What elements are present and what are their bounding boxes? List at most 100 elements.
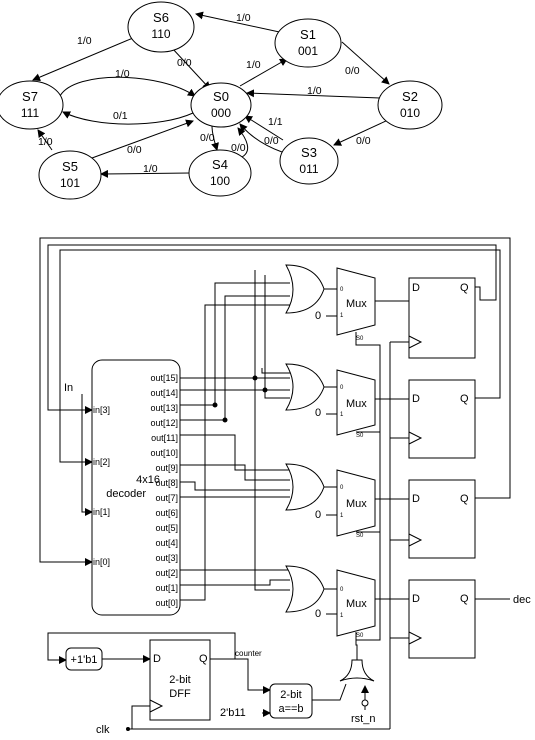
or-gate-4: [285, 565, 337, 613]
transition-s1-s6: 1/0: [195, 11, 285, 34]
transition-label: 1/1: [268, 116, 283, 128]
or-gate-3: [285, 463, 337, 511]
decoder-output-label: out[4]: [155, 538, 178, 548]
dff-q-label: Q: [199, 653, 208, 665]
transition-s6-s7: 1/0: [32, 35, 134, 81]
dff-d-label: D: [153, 653, 161, 665]
const-label: 2'b11: [220, 707, 246, 719]
decoder-output-label: out[9]: [155, 463, 178, 473]
decoder-input-label: in[0]: [93, 557, 110, 567]
state-name: S4: [212, 157, 228, 172]
mux-zero: 0: [315, 509, 321, 521]
decoder-output-label: out[0]: [155, 598, 178, 608]
decoder-input-label: in[1]: [93, 507, 110, 517]
transition-s3-s0-0-0: 0/0: [239, 123, 283, 153]
mux-sel: S0: [356, 633, 364, 639]
reset-or-gate: [339, 659, 375, 682]
transition-label: 0/0: [231, 142, 246, 154]
transition-s4-s5: 1/0: [100, 163, 191, 178]
state-s4: S4 100: [188, 149, 252, 197]
state-code: 010: [400, 106, 420, 120]
in-label: In: [64, 382, 73, 394]
decoder-output-label: out[10]: [150, 448, 178, 458]
counter-block: +1'b1 D Q 2-bit DFF counter 2-bit a==b 2…: [47, 632, 390, 736]
decoder-name: decoder: [106, 488, 146, 500]
in-wire: [81, 394, 93, 516]
mux-1: Mux 0 1 S0 0: [315, 267, 409, 342]
state-s7: S7 111: [0, 80, 64, 130]
mux-pin1: 1: [340, 412, 344, 418]
state-code: 000: [211, 106, 231, 120]
transition-label: 1/0: [307, 85, 322, 97]
or-gate-1: [285, 264, 337, 314]
transition-s3-s0-1-1: 1/1: [244, 115, 284, 141]
transition-s2-s3: 0/0: [333, 119, 389, 147]
state-code: 100: [210, 174, 230, 188]
decoder-output-label: out[15]: [150, 373, 178, 383]
flip-flop-4: D Q: [408, 579, 476, 659]
transition-s6-s0: 0/0: [171, 47, 211, 90]
state-s6: S6 110: [127, 1, 195, 53]
transition-label: 0/1: [113, 110, 128, 122]
transition-label: 1/0: [246, 59, 261, 71]
mux-label: Mux: [346, 298, 367, 310]
select-bus: [355, 332, 381, 641]
transition-s2-s0: 1/0: [246, 85, 381, 99]
mux-sel: S0: [356, 533, 364, 539]
mux-pin1: 1: [340, 513, 344, 519]
transition-s5-s7: 1/0: [37, 129, 53, 151]
decoder-name: 4x16: [136, 474, 160, 486]
mux-label: Mux: [346, 598, 367, 610]
mux-3: Mux 0 1 S0 0: [315, 469, 409, 539]
transition-s0-s7: 0/1: [62, 110, 194, 125]
ff-q-label: Q: [460, 282, 469, 294]
reset-label: rst_n: [351, 713, 375, 725]
increment-label: +1'b1: [71, 654, 98, 666]
state-s3: S3 011: [279, 137, 339, 185]
decoder-output-label: out[8]: [155, 478, 178, 488]
decoder-output-label: out[11]: [151, 433, 178, 443]
comparator: [269, 683, 313, 719]
or-gate-2: [285, 363, 337, 411]
transition-label: 0/0: [200, 132, 215, 144]
dff-name: DFF: [169, 688, 191, 700]
feedback-wire-ff3: [39, 237, 511, 566]
transition-label: 0/0: [177, 57, 192, 69]
flip-flop-1: D Q: [408, 277, 476, 359]
ff-d-label: D: [412, 282, 420, 294]
state-name: S7: [22, 89, 38, 104]
decoder-output-label: out[2]: [155, 568, 178, 578]
state-name: S0: [213, 89, 229, 104]
state-code: 001: [298, 44, 318, 58]
comparator-name: a==b: [278, 703, 303, 715]
ff-d-label: D: [412, 593, 420, 605]
transition-s5-s0: 0/0: [91, 119, 194, 159]
dec-output-label: dec: [513, 594, 531, 606]
clk-label: clk: [96, 724, 110, 736]
flip-flop-3: D Q: [408, 479, 476, 559]
transition-label: 0/0: [345, 65, 360, 77]
mux-pin1: 1: [340, 313, 344, 319]
state-code: 011: [299, 162, 318, 176]
decoder-output-label: out[3]: [155, 553, 178, 563]
state-name: S3: [301, 145, 317, 160]
state-code: 101: [60, 176, 80, 190]
decoder: in[3] in[2] in[1] in[0] 4x16 decoder out…: [91, 359, 181, 616]
counter-bus-label: counter: [235, 649, 262, 658]
transition-label: 1/0: [115, 68, 130, 80]
mux-pin0: 0: [340, 287, 344, 293]
flip-flop-2: D Q: [408, 379, 476, 459]
decoder-routing: [180, 270, 290, 601]
mux-pin0: 0: [340, 385, 344, 391]
ff-q-label: Q: [460, 493, 469, 505]
transition-s1-s2: 0/0: [341, 41, 390, 85]
transition-s0-s1: 1/0: [239, 58, 288, 87]
transition-label: 0/0: [356, 135, 371, 147]
decoder-output-label: out[14]: [150, 388, 178, 398]
decoder-input-label: in[2]: [93, 457, 110, 467]
mux-pin0: 0: [340, 587, 344, 593]
state-s1: S1 001: [274, 18, 342, 68]
transition-label: 1/0: [236, 12, 251, 24]
decoder-output-label: out[12]: [150, 418, 178, 428]
state-code: 111: [21, 106, 40, 120]
